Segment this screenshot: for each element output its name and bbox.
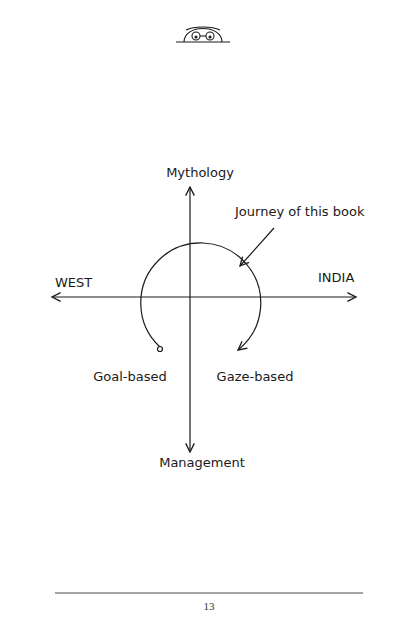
journey-arc <box>141 243 261 350</box>
start-dot <box>158 347 163 352</box>
horizontal-axis <box>52 296 356 297</box>
peeking-face <box>176 27 230 42</box>
leader-arrow <box>240 228 274 266</box>
footer-rule <box>55 593 363 594</box>
callout-note: Journey of this book <box>235 205 364 219</box>
axis-label: WEST <box>55 276 92 290</box>
page-number: 13 <box>204 600 215 612</box>
axis-label: Management <box>159 456 245 470</box>
vertical-axis <box>189 187 190 452</box>
axis-label: INDIA <box>318 271 354 285</box>
quadrant-label: Gaze-based <box>217 370 294 384</box>
axis-label: Mythology <box>166 166 234 180</box>
quadrant-label: Goal-based <box>93 370 167 384</box>
